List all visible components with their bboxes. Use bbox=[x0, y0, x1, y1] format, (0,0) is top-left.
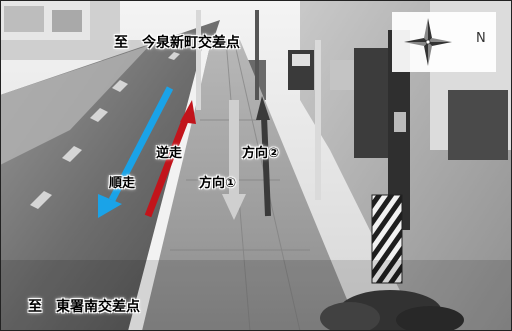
direction-2-arrow bbox=[256, 96, 271, 217]
compass-north-label: N bbox=[476, 31, 486, 46]
compass-star-icon bbox=[404, 18, 452, 66]
roadside-sign bbox=[354, 30, 410, 230]
direction-1-arrow bbox=[222, 100, 246, 220]
top-destination-label: 至 今泉新町交差点 bbox=[114, 35, 240, 51]
wrong-way-label: 逆走 bbox=[156, 146, 183, 161]
lane-markings bbox=[30, 52, 180, 209]
correct-way-arrow bbox=[98, 86, 174, 218]
utility-poles bbox=[196, 10, 321, 200]
sidewalk bbox=[142, 38, 360, 331]
wrong-way-arrow bbox=[144, 100, 196, 218]
compass-rose: N bbox=[392, 12, 496, 72]
striped-pole-guard bbox=[371, 194, 403, 284]
shrubs bbox=[320, 290, 464, 331]
bottom-destination-label: 至 東署南交差点 bbox=[28, 299, 140, 315]
far-left-buildings bbox=[0, 0, 160, 60]
direction-1-label: 方向① bbox=[199, 176, 237, 191]
direction-2-label: 方向② bbox=[242, 146, 280, 161]
correct-way-label: 順走 bbox=[109, 176, 136, 191]
